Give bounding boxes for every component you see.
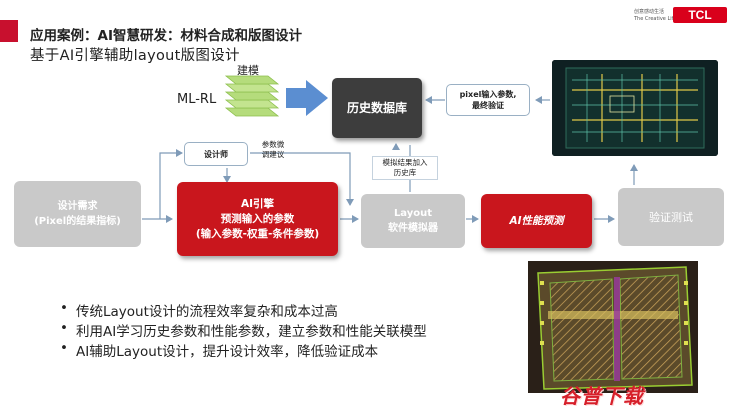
bullet-dot: •	[60, 300, 68, 316]
designer-box: 设计师	[184, 142, 248, 166]
design-requirements-box: 设计需求 (Pixel的结果指标)	[14, 181, 141, 247]
sim-result-line1: 模拟结果加入	[382, 158, 428, 167]
watermark: 谷普下载	[560, 384, 644, 408]
pixel-verify-line2: 最终验证	[472, 101, 504, 110]
param-tweak-line1: 参数微	[261, 140, 285, 149]
designer-label: 设计师	[204, 149, 228, 159]
bullet-item: • AI辅助Layout设计，提升设计效率，降低验证成本	[60, 340, 427, 360]
ai-engine-line1: AI引擎	[240, 197, 275, 210]
verification-test-box: 验证测试	[618, 188, 724, 246]
tcl-logo: TCL	[673, 7, 727, 23]
ai-engine-box: AI引擎 预测输入的参数 (输入参数-权重-条件参数)	[177, 182, 338, 256]
layout-sim-line2: 软件模拟器	[388, 223, 438, 234]
bullet-dot: •	[60, 340, 68, 356]
sim-result-label: 模拟结果加入 历史库	[372, 156, 438, 180]
ai-performance-prediction-box: AI性能预测	[481, 194, 592, 248]
verify-test-label: 验证测试	[649, 210, 693, 224]
design-req-line1: 设计需求	[57, 201, 98, 212]
bullet-item: • 利用AI学习历史参数和性能参数，建立参数和性能关联模型	[60, 320, 427, 340]
bullet-text: AI辅助Layout设计，提升设计效率，降低验证成本	[76, 344, 379, 360]
param-tweak-line2: 调建议	[261, 150, 285, 159]
title-accent-bar	[0, 20, 18, 42]
ai-engine-line2: 预测输入的参数	[220, 212, 295, 225]
model-label: 建模	[237, 64, 259, 77]
bullet-item: • 传统Layout设计的流程效率复杂和成本过高	[60, 300, 427, 320]
sim-result-line2: 历史库	[393, 168, 417, 177]
pixel-verify-line1: pixel输入参数,	[459, 90, 517, 99]
big-arrow-icon	[286, 80, 328, 116]
layout-simulator-box: Layout 软件模拟器	[361, 194, 465, 248]
pixel-verify-box: pixel输入参数, 最终验证	[446, 84, 530, 116]
brand-slogan-en: The Creative Life	[634, 16, 677, 22]
history-database-box: 历史数据库	[332, 78, 422, 138]
brand-slogan: 创意感动生活 The Creative Life	[634, 9, 676, 23]
ml-rl-label: ML-RL	[177, 92, 217, 107]
chip-photo-graphic	[552, 60, 718, 156]
layout-design-image	[528, 261, 698, 393]
bullet-text: 利用AI学习历史参数和性能参数，建立参数和性能关联模型	[76, 324, 427, 340]
history-database-label: 历史数据库	[346, 100, 407, 115]
design-req-line2: (Pixel的结果指标)	[34, 216, 121, 227]
stacked-layers-icon	[224, 75, 280, 117]
bullet-list: • 传统Layout设计的流程效率复杂和成本过高 • 利用AI学习历史参数和性能…	[60, 300, 427, 360]
ai-engine-line3: (输入参数-权重-条件参数)	[195, 227, 320, 240]
ai-perf-label: AI性能预测	[509, 214, 564, 227]
bullet-text: 传统Layout设计的流程效率复杂和成本过高	[76, 304, 338, 320]
param-tweak-label: 参数微 调建议	[253, 140, 293, 160]
chip-test-photo	[552, 60, 718, 156]
layout-graphic	[528, 261, 698, 393]
brand-slogan-cn: 创意感动生活	[634, 9, 665, 15]
bullet-dot: •	[60, 320, 68, 336]
layout-sim-line1: Layout	[393, 208, 433, 219]
slide-title: 应用案例：AI智慧研发：材料合成和版图设计	[30, 28, 302, 44]
slide-subtitle: 基于AI引擎辅助layout版图设计	[30, 48, 240, 64]
